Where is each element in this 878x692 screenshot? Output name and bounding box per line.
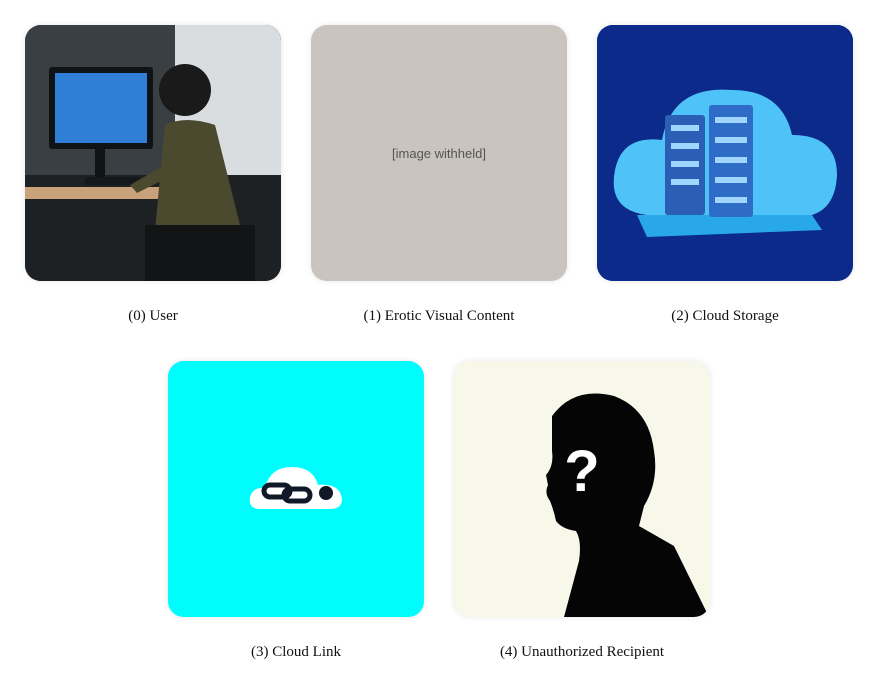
silhouette-question-icon: ?: [454, 361, 710, 617]
placeholder-icon: [image withheld]: [392, 145, 486, 161]
caption-user: (0) User: [128, 308, 178, 324]
caption-cloud-storage: (2) Cloud Storage: [671, 308, 779, 324]
caption-recipient: (4) Unauthorized Recipient: [499, 644, 665, 660]
user-panel: [25, 25, 281, 281]
person-at-computer-icon: [25, 25, 281, 281]
recipient-panel: ?: [454, 361, 710, 617]
cloud-storage-panel: [597, 25, 853, 281]
svg-text:?: ?: [564, 439, 599, 504]
cloud-server-icon: [597, 25, 853, 281]
caption-cloud-link: (3) Cloud Link: [251, 644, 341, 660]
content-panel: [image withheld]: [311, 25, 567, 281]
caption-content: (1) Erotic Visual Content: [363, 308, 515, 324]
cloud-link-panel: [168, 361, 424, 617]
cloud-link-icon: [168, 361, 424, 617]
